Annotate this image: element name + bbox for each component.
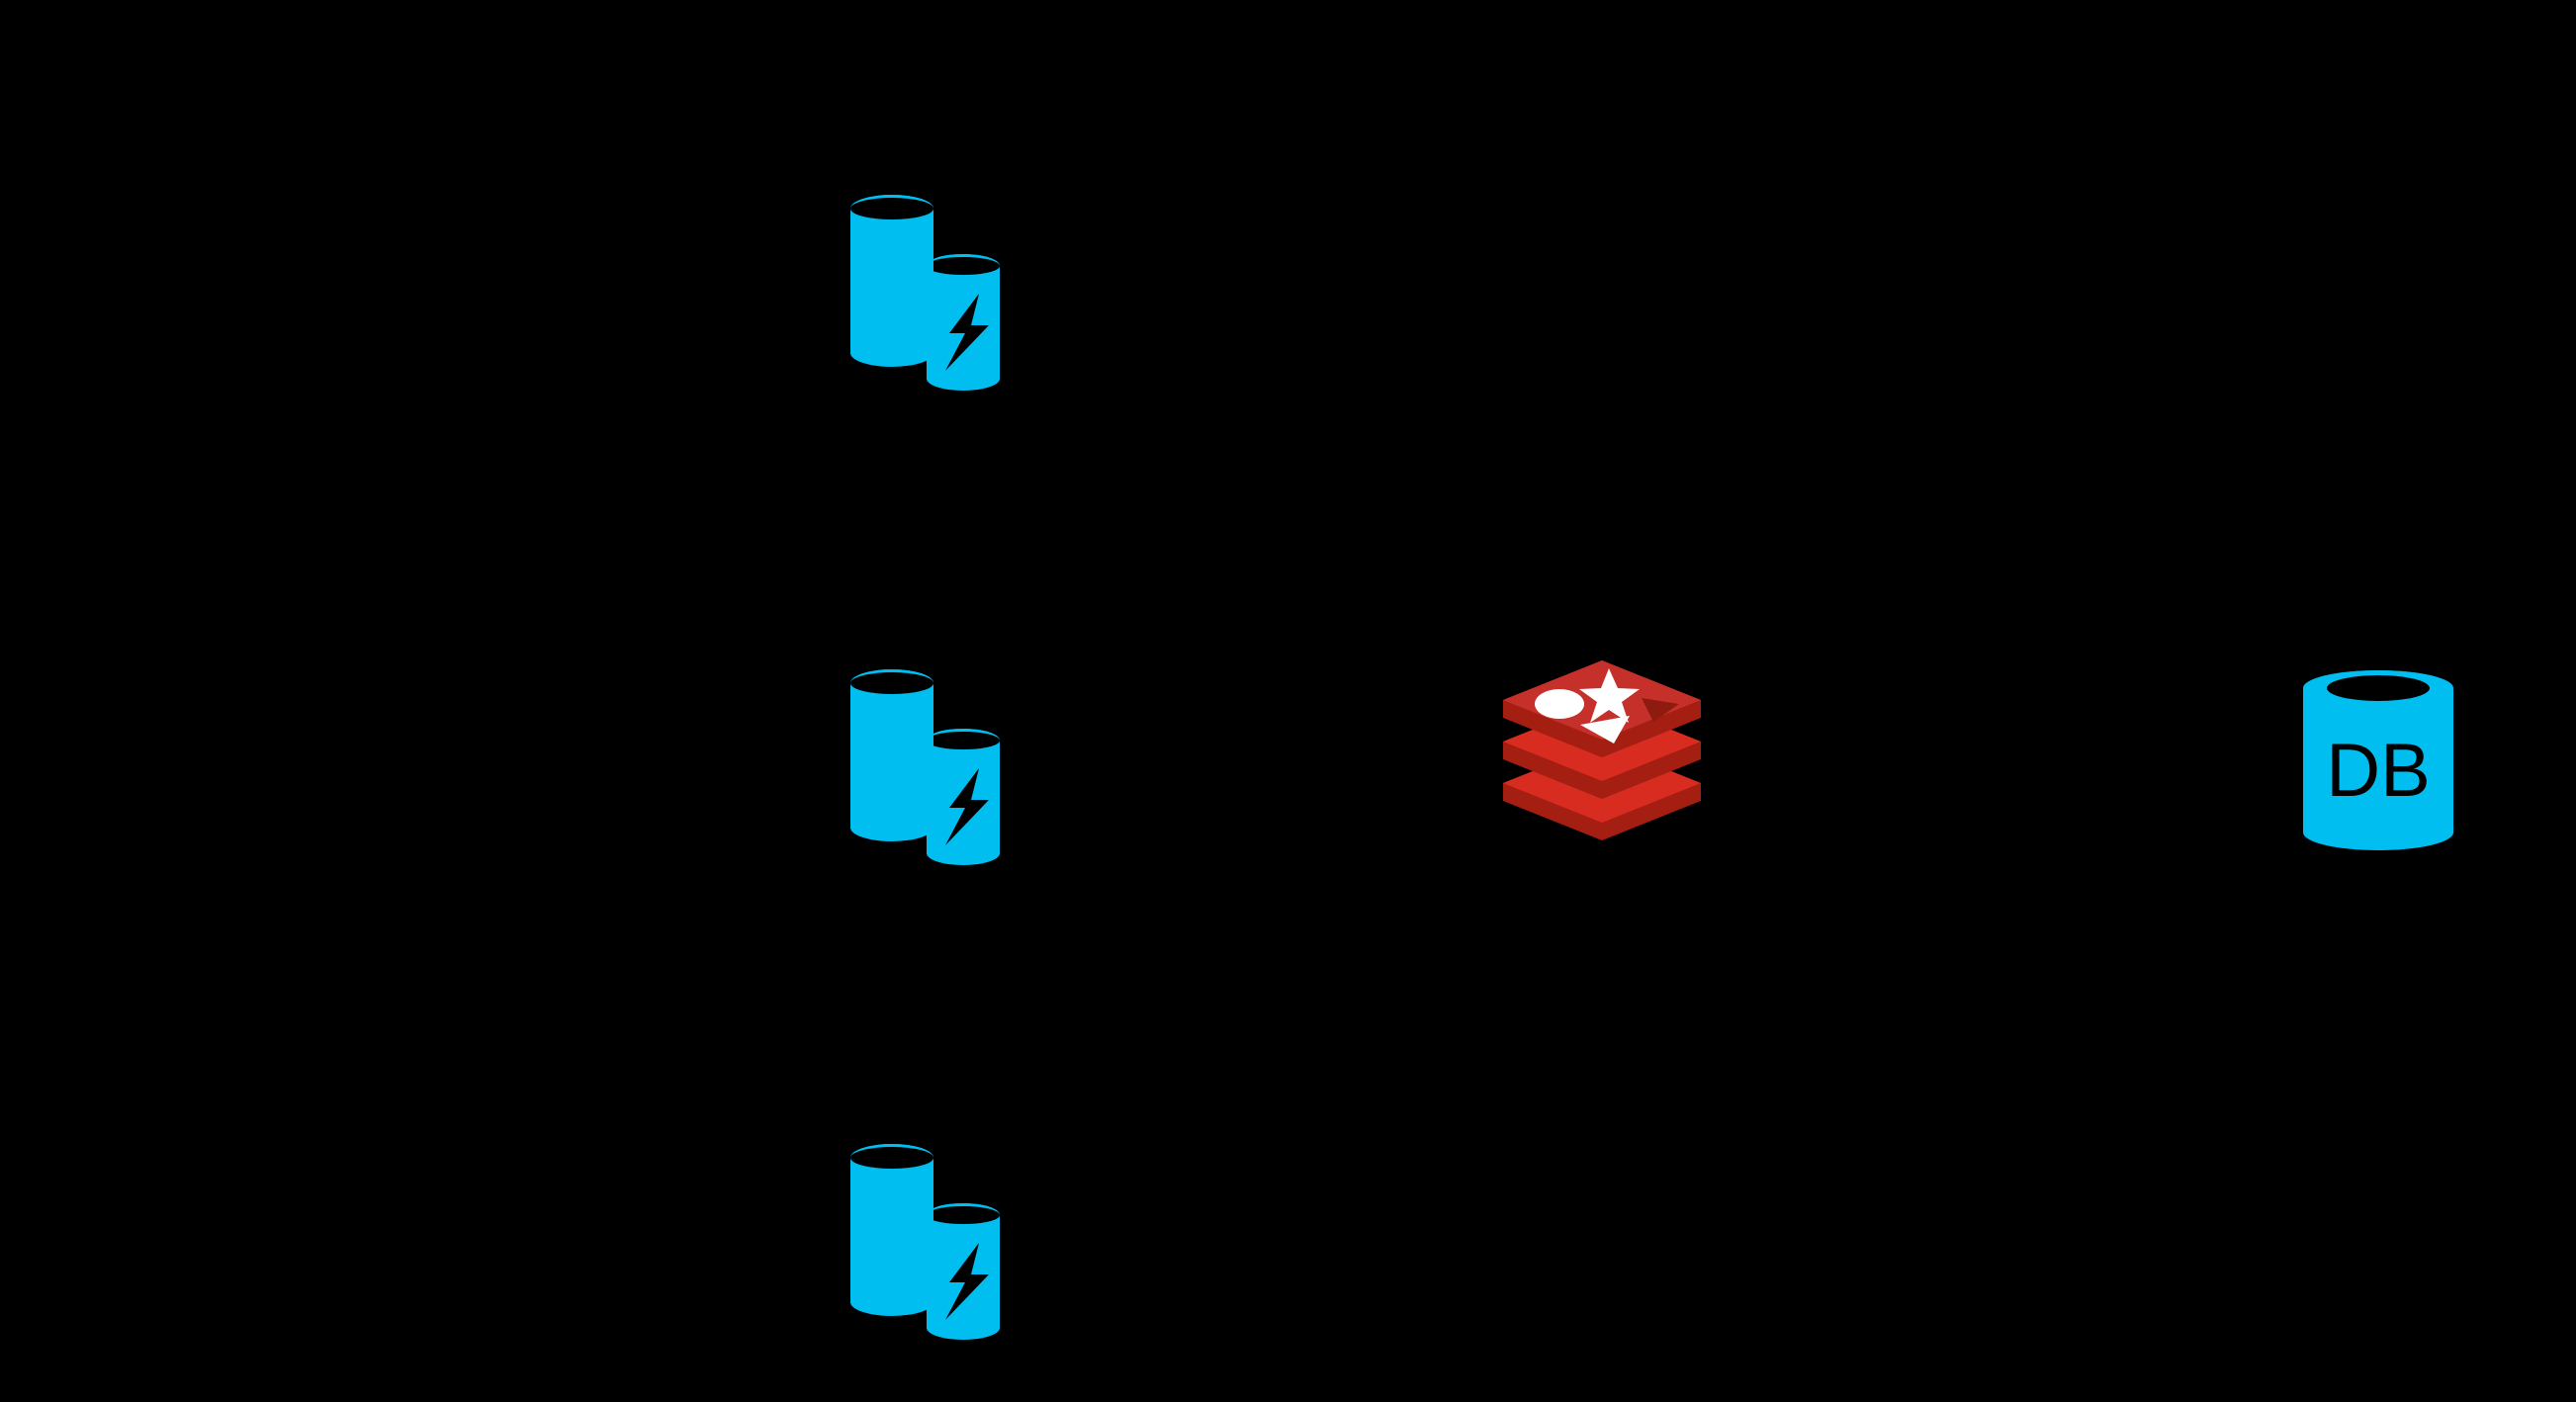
cache-node-2[interactable] <box>831 657 1028 860</box>
cache-icon-3-group[interactable] <box>850 1144 1000 1340</box>
cache-node-3[interactable] <box>831 1132 1028 1335</box>
cache-front-cylinder <box>927 729 1000 865</box>
database-node-label: DB <box>2299 872 2336 902</box>
database-cylinder-group[interactable] <box>2303 670 2453 850</box>
redis-logo-group[interactable] <box>1503 660 1701 840</box>
database-cylinder-body <box>2303 670 2453 850</box>
redis-star <box>1579 668 1640 723</box>
cache-icon-2-group[interactable] <box>850 669 1000 865</box>
cache-back-cylinder <box>850 195 933 367</box>
cache-icon-1-group[interactable] <box>850 195 1000 391</box>
cache-node-1[interactable] <box>831 183 1028 386</box>
database-node[interactable] <box>2299 660 2457 860</box>
redis-node[interactable] <box>1503 660 1703 840</box>
cache-back-cylinder <box>850 669 933 841</box>
redis-shadow-triangle <box>1642 698 1679 722</box>
cache-back-cylinder <box>850 1144 933 1316</box>
edge-cache1-redis <box>1028 283 1503 747</box>
redis-face-glyphs <box>1535 668 1679 744</box>
redis-eye-ellipse <box>1535 689 1584 719</box>
edge-cache3-redis <box>1028 755 1503 1236</box>
edges-layer <box>1028 283 2299 1236</box>
cache-front-cylinder <box>927 254 1000 391</box>
redis-mouth-triangle <box>1580 716 1630 744</box>
cache-front-cylinder <box>927 1203 1000 1340</box>
